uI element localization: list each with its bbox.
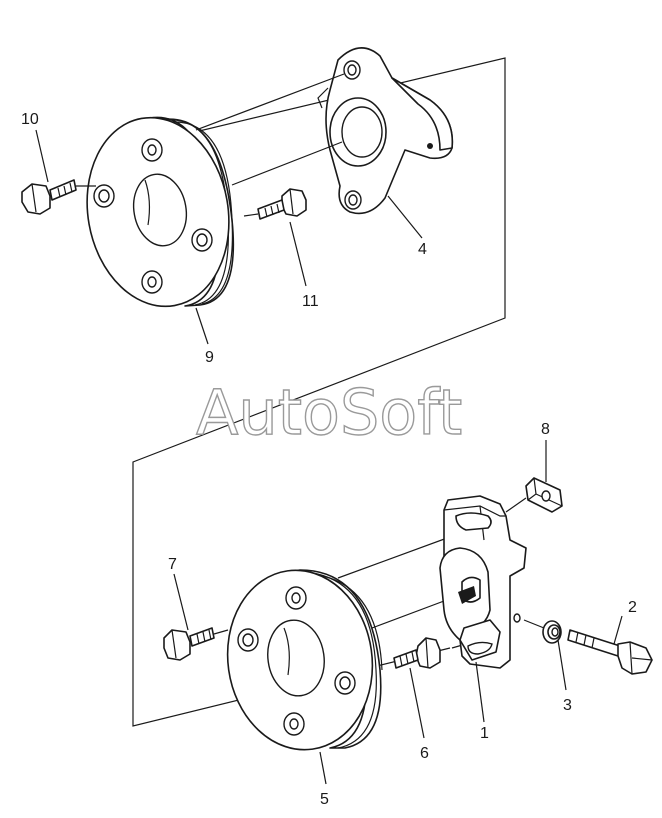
callout-7: 7 [168, 556, 177, 573]
washer [523, 619, 562, 644]
bolt-10 [21, 179, 96, 215]
callout-3: 3 [563, 697, 572, 714]
callout-8: 8 [541, 421, 550, 438]
support-bracket [439, 495, 527, 669]
callout-11: 11 [302, 293, 319, 310]
callout-9: 9 [205, 349, 214, 366]
callout-labels: 10 4 11 9 8 7 2 3 1 6 5 [21, 111, 637, 808]
callout-5: 5 [320, 791, 329, 808]
exploded-view-frame [132, 57, 506, 727]
callout-4: 4 [418, 241, 427, 258]
callout-2: 2 [628, 599, 637, 616]
leader-lines [35, 129, 623, 785]
bolt-11 [243, 188, 307, 220]
upper-coupling-disc [86, 116, 235, 308]
bolt-7 [163, 627, 229, 661]
callout-10: 10 [21, 111, 39, 128]
watermark-text: AutoSoft [196, 376, 462, 449]
bolt-6 [393, 637, 441, 669]
callout-6: 6 [420, 745, 429, 762]
upper-center-lines [195, 73, 345, 186]
callout-1: 1 [480, 725, 489, 742]
plate-nut [505, 477, 563, 513]
flange-bracket [317, 47, 454, 215]
lower-coupling-disc [226, 569, 383, 751]
bolt-2 [567, 629, 653, 675]
